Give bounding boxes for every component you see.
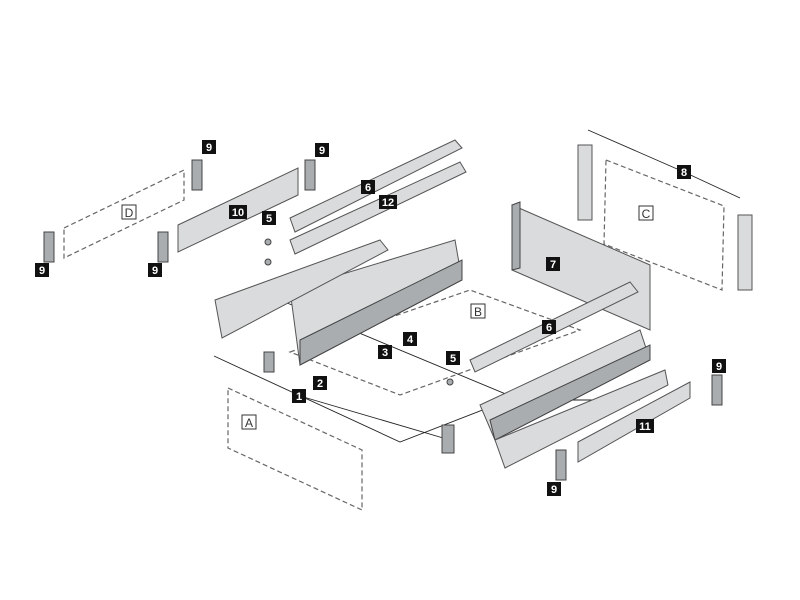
callout-6: 6 xyxy=(361,180,375,194)
svg-text:11: 11 xyxy=(639,421,651,433)
gallery-rail-12 xyxy=(289,161,467,255)
svg-text:9: 9 xyxy=(152,265,158,277)
gallery-rail-6-top xyxy=(289,139,463,233)
svg-text:C: C xyxy=(642,207,651,221)
svg-text:9: 9 xyxy=(551,484,557,496)
panel-a-outline xyxy=(227,387,363,511)
svg-text:6: 6 xyxy=(365,182,371,194)
panel-label-b: B xyxy=(470,303,486,319)
callout-7: 7 xyxy=(546,257,560,271)
svg-text:8: 8 xyxy=(681,167,687,179)
callout-1: 1 xyxy=(292,389,306,403)
callout-12: 12 xyxy=(379,195,397,209)
svg-text:9: 9 xyxy=(39,265,45,277)
svg-text:9: 9 xyxy=(716,361,722,373)
screw-5 xyxy=(264,238,272,246)
callout-9: 9 xyxy=(315,143,329,157)
callout-6: 6 xyxy=(542,320,556,334)
front-panel-11 xyxy=(577,381,691,463)
bracket-9 xyxy=(191,159,203,191)
callout-5: 5 xyxy=(446,351,460,365)
runner-right xyxy=(494,369,669,469)
svg-text:D: D xyxy=(125,206,134,220)
svg-text:3: 3 xyxy=(382,347,388,359)
panel-label-d: D xyxy=(121,204,137,220)
panel-c-outline xyxy=(603,159,725,291)
panel-label-c: C xyxy=(638,205,654,221)
callout-10: 10 xyxy=(229,205,247,219)
callout-9: 9 xyxy=(712,359,726,373)
runner-left xyxy=(214,239,389,339)
callout-3: 3 xyxy=(378,345,392,359)
panel-label-a: A xyxy=(241,414,257,430)
svg-text:5: 5 xyxy=(450,353,456,365)
connector-1 xyxy=(263,351,275,373)
svg-text:10: 10 xyxy=(232,207,244,219)
callout-8: 8 xyxy=(677,165,691,179)
svg-text:7: 7 xyxy=(550,259,556,271)
svg-text:12: 12 xyxy=(382,197,394,209)
svg-text:B: B xyxy=(474,305,482,319)
callout-11: 11 xyxy=(636,419,654,433)
callout-2: 2 xyxy=(313,376,327,390)
back-bracket-8 xyxy=(577,144,593,221)
svg-text:1: 1 xyxy=(296,391,302,403)
svg-text:4: 4 xyxy=(407,334,414,346)
svg-text:2: 2 xyxy=(317,378,323,390)
svg-text:A: A xyxy=(245,416,253,430)
callout-4: 4 xyxy=(403,332,417,346)
callout-9: 9 xyxy=(148,263,162,277)
svg-text:9: 9 xyxy=(206,142,212,154)
svg-text:5: 5 xyxy=(266,213,272,225)
svg-text:6: 6 xyxy=(546,322,552,334)
svg-text:9: 9 xyxy=(319,145,325,157)
callout-5: 5 xyxy=(262,211,276,225)
callout-9: 9 xyxy=(202,140,216,154)
panel-b-outline xyxy=(288,289,582,396)
callout-9: 9 xyxy=(35,263,49,277)
panel-d-outline xyxy=(63,169,185,259)
callout-9: 9 xyxy=(547,482,561,496)
